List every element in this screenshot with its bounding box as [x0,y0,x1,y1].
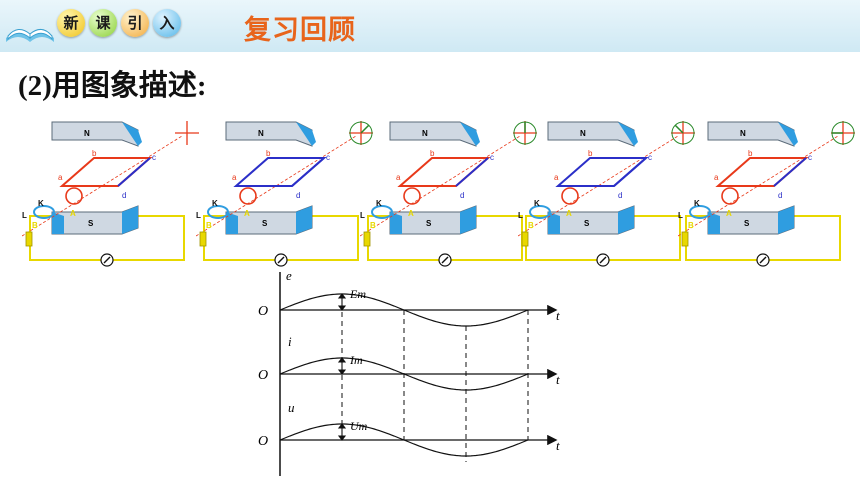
header-bar: 新 课 引 入 复习回顾 [0,0,860,52]
svg-text:a: a [554,173,559,182]
magnet-s: S [262,219,268,228]
svg-text:K: K [694,199,700,208]
svg-text:b: b [266,149,271,158]
svg-text:c: c [490,153,494,162]
magnet-n: N [84,129,90,138]
generator-diagram: N S a b c d K L A B [22,121,185,267]
svg-text:L: L [360,211,365,220]
svg-text:A: A [244,209,250,218]
magnet-n: N [740,129,746,138]
generator-diagram: N S a b c d K L A B [360,121,523,267]
peak-i: Im [349,353,363,367]
magnet-s: S [744,219,750,228]
svg-text:d: d [296,191,300,200]
rotation-marker-icon [175,121,199,145]
rotation-marker-icon [671,121,695,145]
generator-diagram: N S a b c d K L A B [196,121,359,267]
svg-text:A: A [726,209,732,218]
badge-ke: 课 [89,9,117,37]
generator-diagram: N S a b c d K L A B [678,121,841,267]
magnet-s: S [584,219,590,228]
origin-e: O [258,304,268,319]
svg-text:L: L [518,211,523,220]
svg-text:L: L [196,211,201,220]
waveform-graphs: e O Em t i O Im t u O Um t [258,268,560,476]
svg-text:L: L [678,211,683,220]
svg-text:b: b [588,149,593,158]
magnet-n: N [580,129,586,138]
svg-text:d: d [122,191,126,200]
section-subtitle: (2)用图象描述: [18,70,207,102]
graph-u: u O Um t [258,400,560,457]
t-i: t [556,372,560,387]
svg-text:a: a [396,173,401,182]
svg-text:A: A [70,209,76,218]
svg-text:a: a [58,173,63,182]
label-i: i [288,334,292,349]
svg-text:B: B [370,221,376,230]
badge-xin: 新 [57,9,85,37]
origin-u: O [258,434,268,449]
svg-text:d: d [778,191,782,200]
svg-text:A: A [566,209,572,218]
svg-text:c: c [808,153,812,162]
svg-text:B: B [688,221,694,230]
svg-text:c: c [152,153,156,162]
svg-text:B: B [206,221,212,230]
t-e: t [556,308,560,323]
svg-text:L: L [22,211,27,220]
label-e: e [286,268,292,283]
rotation-marker-icon [513,121,537,145]
magnet-s: S [88,219,94,228]
rotation-marker-icon [349,121,373,145]
graph-i: i O Im t [258,334,560,391]
svg-text:K: K [534,199,540,208]
svg-text:b: b [748,149,753,158]
svg-text:c: c [326,153,330,162]
rotation-marker-icon [831,121,855,145]
peak-e: Em [349,287,366,301]
svg-text:A: A [408,209,414,218]
label-u: u [288,400,295,415]
svg-text:b: b [430,149,435,158]
generator-diagram: N S a b c d K L A B [518,121,681,267]
badge-ru: 入 [153,9,181,37]
origin-i: O [258,368,268,383]
svg-text:a: a [714,173,719,182]
svg-text:d: d [618,191,622,200]
svg-text:K: K [376,199,382,208]
svg-text:K: K [212,199,218,208]
t-u: t [556,438,560,453]
svg-text:B: B [528,221,534,230]
svg-text:c: c [648,153,652,162]
badge-yin: 引 [121,9,149,37]
svg-text:K: K [38,199,44,208]
svg-text:a: a [232,173,237,182]
magnet-n: N [258,129,264,138]
svg-text:d: d [460,191,464,200]
magnet-n: N [422,129,428,138]
book-icon [6,29,54,42]
graph-e: e O Em t [258,268,560,327]
page-title: 复习回顾 [244,15,356,46]
svg-text:B: B [32,221,38,230]
peak-u: Um [350,419,368,433]
magnet-s: S [426,219,432,228]
svg-text:b: b [92,149,97,158]
